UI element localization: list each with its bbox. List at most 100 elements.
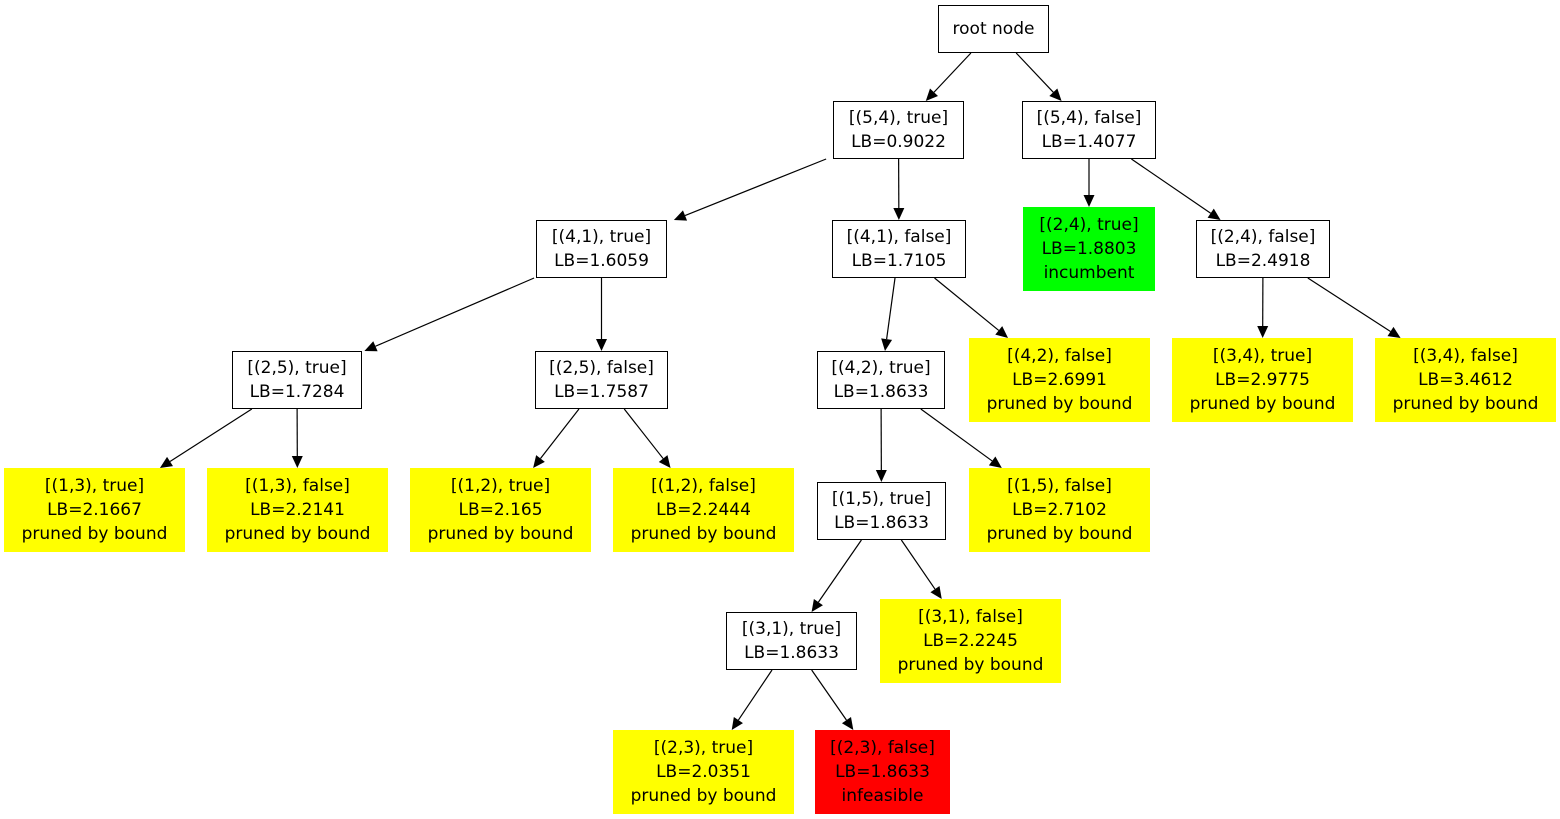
node-label-line: [(4,2), true]: [831, 358, 931, 378]
node-label-line: pruned by bound: [986, 394, 1133, 414]
arrowhead-n54f-n24t: [1083, 195, 1095, 207]
edge-n41f-n42t: [886, 277, 896, 340]
node-label-line: [(4,1), true]: [551, 227, 652, 247]
arrowhead-n54f-n24f: [1207, 208, 1221, 220]
arrowhead-n31t-n23t: [731, 716, 743, 730]
node-label-line: LB=1.8633: [833, 382, 929, 402]
edge-n41t-n25t: [375, 277, 535, 347]
node-label-line: [(1,2), false]: [651, 476, 756, 496]
node-label-line: incumbent: [1043, 263, 1135, 283]
node-label-line: pruned by bound: [224, 524, 371, 544]
arrowhead-root-n54t: [925, 88, 939, 101]
node-label-line: LB=2.165: [458, 500, 543, 520]
node-label-line: LB=2.7102: [1012, 500, 1107, 520]
node-label-line: [(3,1), false]: [918, 607, 1023, 627]
arrowhead-n42t-n15f: [988, 456, 1002, 468]
node-label-line: LB=1.8633: [834, 513, 929, 533]
edge-n25f-n12t: [540, 408, 580, 459]
node-label-line: [(2,5), true]: [247, 358, 347, 378]
edge-n25t-n13t: [169, 408, 253, 463]
tree-node-n13f: [(1,3), false] LB=2.2141 pruned by bound: [207, 468, 388, 552]
arrowhead-n25f-n12f: [658, 455, 671, 468]
node-label-line: LB=1.4077: [1041, 132, 1137, 152]
node-label-line: LB=2.6991: [1012, 370, 1107, 390]
arrowhead-n41t-n25t: [364, 341, 378, 352]
arrowhead-n24f-n34f: [1387, 326, 1401, 338]
node-label-line: LB=2.2141: [250, 500, 345, 520]
node-label-line: [(1,2), true]: [450, 476, 551, 496]
tree-node-n41t: [(4,1), true] LB=1.6059: [536, 220, 667, 278]
edge-n24f-n34f: [1307, 277, 1391, 332]
arrowhead-n54t-n41f: [893, 207, 905, 220]
node-label-line: [(1,3), true]: [44, 476, 145, 496]
node-label-line: LB=0.9022: [851, 132, 946, 152]
node-label-line: pruned by bound: [427, 524, 574, 544]
arrowhead-n15t-n31t: [811, 599, 823, 612]
node-label-line: [(5,4), false]: [1036, 108, 1142, 128]
edge-n15t-n31t: [817, 539, 862, 603]
edge-n31t-n23f: [811, 669, 847, 721]
arrowhead-root-n54f: [1049, 88, 1062, 101]
tree-node-n42f: [(4,2), false] LB=2.6991 pruned by bound: [969, 338, 1150, 422]
edge-n42t-n15f: [920, 408, 993, 462]
tree-node-n12f: [(1,2), false] LB=2.2444 pruned by bound: [613, 468, 794, 552]
node-label-line: LB=2.2245: [923, 631, 1018, 651]
arrowhead-n31t-n23f: [841, 717, 854, 730]
edge-n41f-n42f: [934, 277, 1000, 331]
node-label-line: LB=1.8633: [744, 643, 839, 663]
node-label-line: infeasible: [841, 786, 924, 806]
arrowhead-n54t-n41t: [673, 210, 688, 221]
edge-n54t-n41t: [684, 158, 827, 217]
node-label-line: pruned by bound: [630, 524, 777, 544]
node-label-line: LB=1.6059: [554, 251, 649, 271]
node-label-line: [(4,2), false]: [1007, 346, 1112, 366]
node-label-line: [(2,4), true]: [1039, 215, 1139, 235]
node-label-line: pruned by bound: [630, 786, 777, 806]
tree-node-n25t: [(2,5), true]LB=1.7284: [232, 351, 362, 409]
node-label-line: LB=2.1667: [47, 500, 142, 520]
tree-node-n25f: [(2,5), false] LB=1.7587: [535, 351, 668, 409]
node-label-line: LB=1.8633: [835, 762, 930, 782]
edge-root-n54f: [1015, 52, 1054, 93]
node-label-line: LB=2.0351: [656, 762, 751, 782]
node-label-line: root node: [952, 19, 1035, 39]
edge-root-n54t: [933, 52, 972, 93]
edge-n25f-n12f: [623, 408, 664, 459]
node-label-line: [(4,1), false]: [846, 227, 952, 247]
tree-node-n15t: [(1,5), true] LB=1.8633: [817, 482, 946, 540]
node-label-line: pruned by bound: [1392, 394, 1539, 414]
node-label-line: [(3,4), true]: [1212, 346, 1313, 366]
tree-node-n31f: [(3,1), false] LB=2.2245 pruned by bound: [880, 599, 1061, 683]
tree-node-n31t: [(3,1), true]LB=1.8633: [726, 612, 857, 670]
node-label-line: LB=3.4612: [1418, 370, 1513, 390]
node-label-line: pruned by bound: [986, 524, 1133, 544]
arrowhead-n42t-n15t: [875, 469, 887, 482]
tree-node-n42t: [(4,2), true] LB=1.8633: [817, 351, 945, 409]
tree-node-n23t: [(2,3), true] LB=2.0351 pruned by bound: [613, 730, 794, 814]
edge-n54f-n24f: [1131, 158, 1212, 214]
arrowhead-n25f-n12t: [533, 455, 545, 468]
node-label-line: [(2,5), false]: [549, 358, 654, 378]
tree-node-n24f: [(2,4), false]LB=2.4918: [1196, 220, 1330, 278]
node-label-line: [(1,5), false]: [1007, 476, 1112, 496]
node-label-line: [(5,4), true]: [848, 108, 949, 128]
tree-node-n54f: [(5,4), false] LB=1.4077: [1022, 101, 1156, 159]
arrowhead-n41f-n42f: [995, 326, 1009, 338]
node-label-line: LB=1.8803: [1041, 239, 1137, 259]
arrowhead-n41t-n25f: [596, 339, 607, 351]
node-label-line: [(1,5), true]: [831, 489, 932, 509]
node-label-line: [(2,4), false]: [1210, 227, 1316, 247]
node-label-line: pruned by bound: [897, 655, 1044, 675]
node-label-line: [(2,3), true]: [653, 738, 754, 758]
tree-node-n12t: [(1,2), true] LB=2.165 pruned by bound: [410, 468, 591, 552]
arrowhead-n24f-n34t: [1257, 325, 1269, 338]
node-label-line: LB=2.2444: [656, 500, 751, 520]
node-label-line: [(1,3), false]: [245, 476, 350, 496]
node-label-line: pruned by bound: [1189, 394, 1336, 414]
node-label-line: LB=1.7105: [851, 251, 947, 271]
node-label-line: LB=1.7587: [554, 382, 649, 402]
